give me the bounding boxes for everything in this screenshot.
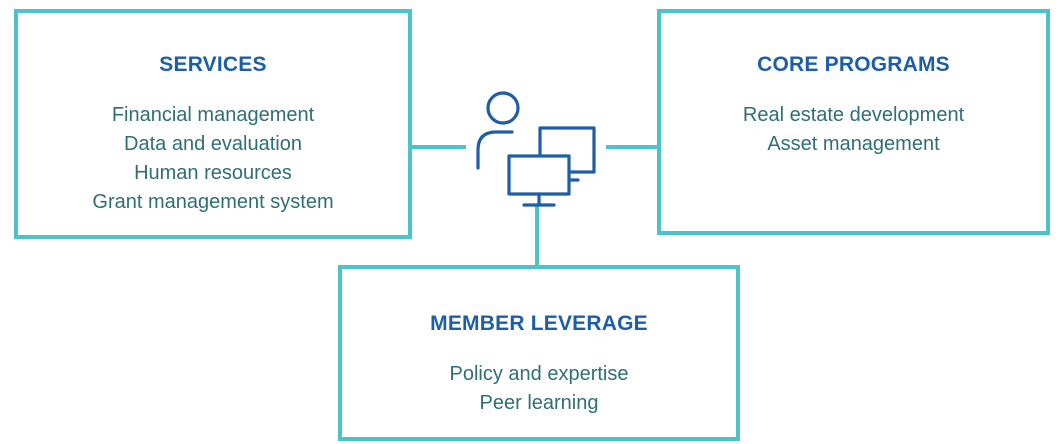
core-programs-box: CORE PROGRAMS Real estate development As… xyxy=(657,9,1050,235)
member-leverage-item: Peer learning xyxy=(479,392,599,414)
services-box: SERVICES Financial management Data and e… xyxy=(14,9,412,239)
services-item: Human resources xyxy=(134,162,292,184)
core-programs-list: Real estate development Asset management xyxy=(661,101,1046,159)
member-leverage-list: Policy and expertise Peer learning xyxy=(342,360,736,418)
core-programs-item: Asset management xyxy=(767,133,940,155)
services-item: Grant management system xyxy=(92,191,334,213)
connector-down xyxy=(535,205,539,265)
services-item: Data and evaluation xyxy=(124,133,302,155)
member-leverage-item: Policy and expertise xyxy=(449,363,629,385)
connector-right xyxy=(606,145,657,149)
connector-left xyxy=(412,145,466,149)
person-body-icon xyxy=(476,130,514,170)
person-with-computers-icon xyxy=(476,91,596,207)
services-title: SERVICES xyxy=(159,53,267,76)
core-programs-title: CORE PROGRAMS xyxy=(757,53,950,76)
member-leverage-title: MEMBER LEVERAGE xyxy=(430,312,648,335)
services-item: Financial management xyxy=(111,104,315,126)
services-list: Financial management Data and evaluation… xyxy=(18,101,408,217)
front-monitor-icon xyxy=(507,154,571,196)
person-head-icon xyxy=(486,91,520,125)
member-leverage-box: MEMBER LEVERAGE Policy and expertise Pee… xyxy=(338,265,740,441)
core-programs-item: Real estate development xyxy=(742,104,965,126)
